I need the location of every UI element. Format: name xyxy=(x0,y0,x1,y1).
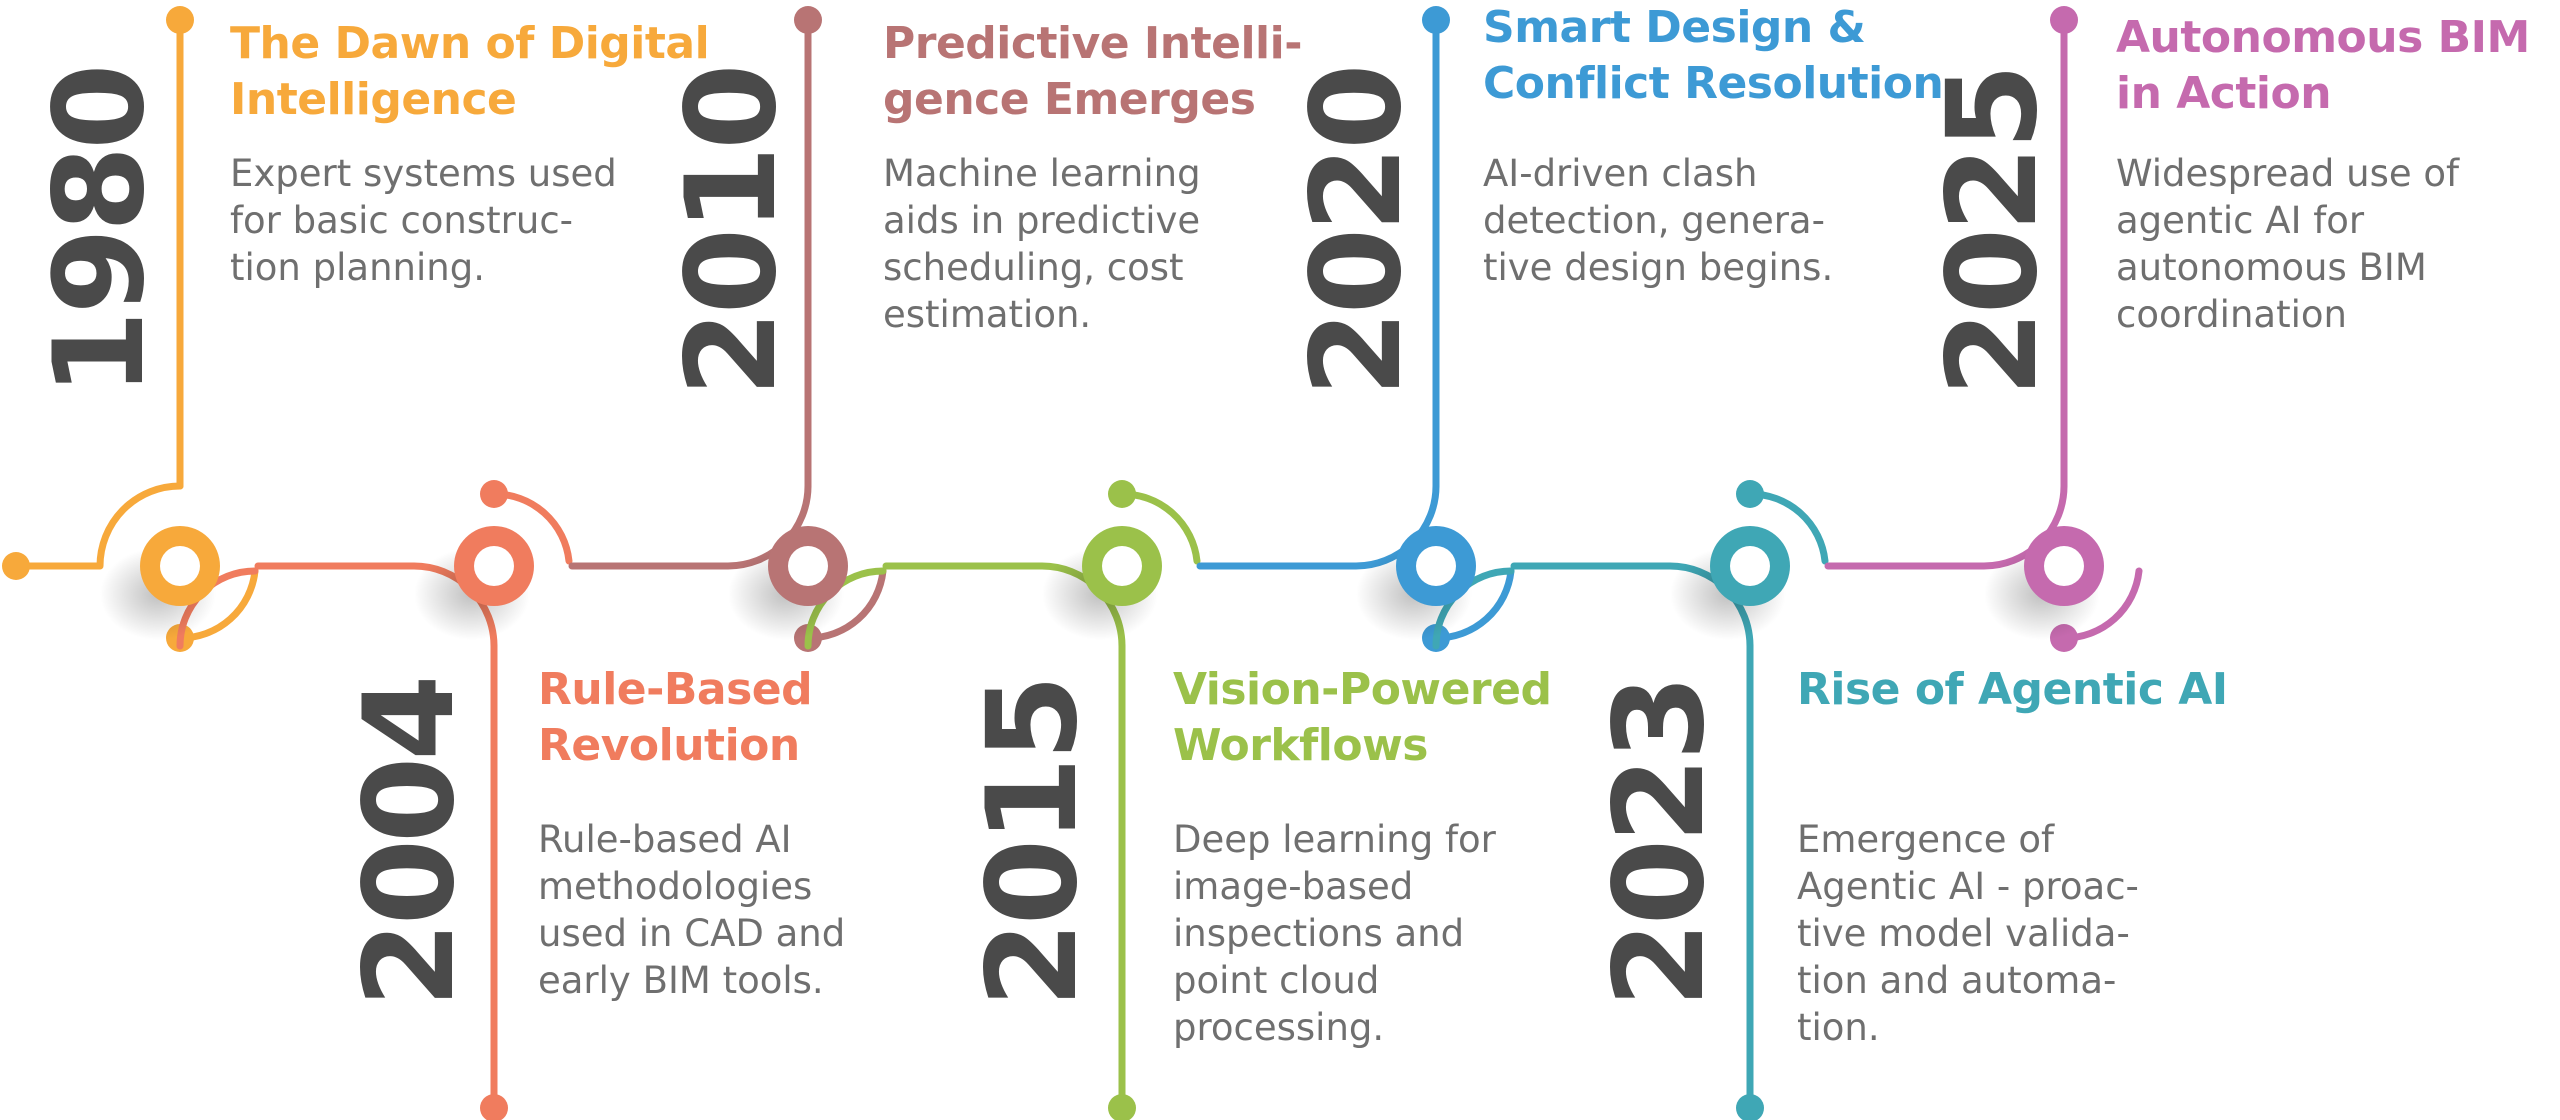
milestone-description-2015: Deep learning for image-based inspection… xyxy=(1173,818,1496,1049)
stem-dot-1980 xyxy=(166,6,194,34)
node-2004 xyxy=(414,526,534,640)
node-center-2025 xyxy=(2044,546,2084,586)
milestone-description-2010: Machine learning aids in predictive sche… xyxy=(883,152,1201,336)
stem-dot-2023 xyxy=(1736,1094,1764,1120)
stem-dot-2025 xyxy=(2050,6,2078,34)
milestone-description-2025: Widespread use of agentic AI for autonom… xyxy=(2116,152,2460,336)
node-center-2023 xyxy=(1730,546,1770,586)
year-label-2015: 2015 xyxy=(961,678,1105,1008)
stem-dot-2004 xyxy=(480,1094,508,1120)
hook-dot-2004 xyxy=(480,480,508,508)
milestone-title-2004: Rule-Based Revolution xyxy=(538,664,813,771)
milestone-title-2025: Autonomous BIM in Action xyxy=(2116,12,2530,119)
connectors-layer xyxy=(2,6,2143,1120)
lead-dot xyxy=(2,552,30,580)
milestone-title-2020: Smart Design & Conflict Resolution xyxy=(1483,2,1944,109)
milestone-title-2023: Rise of Agentic AI xyxy=(1797,664,2228,715)
year-label-2023: 2023 xyxy=(1588,678,1732,1008)
milestone-description-2023: Emergence of Agentic AI - proac- tive mo… xyxy=(1797,818,2139,1049)
hook-dot-2023 xyxy=(1736,480,1764,508)
year-label-2004: 2004 xyxy=(338,678,482,1008)
milestone-title-1980: The Dawn of Digital Intelligence xyxy=(230,18,710,125)
milestone-description-2020: AI-driven clash detection, genera- tive … xyxy=(1483,152,1834,289)
year-label-1980: 1980 xyxy=(28,67,172,397)
node-2015 xyxy=(1042,526,1162,640)
milestone-title-2010: Predictive Intelli- gence Emerges xyxy=(883,18,1302,125)
node-2010 xyxy=(728,526,848,640)
node-center-1980 xyxy=(160,546,200,586)
node-2025 xyxy=(1984,526,2104,640)
milestone-description-1980: Expert systems used for basic construc- … xyxy=(230,152,617,289)
node-1980 xyxy=(100,526,220,640)
node-center-2004 xyxy=(474,546,514,586)
node-2023 xyxy=(1670,526,1790,640)
node-center-2010 xyxy=(788,546,828,586)
year-label-2025: 2025 xyxy=(1921,67,2065,397)
nodes-layer xyxy=(100,526,2104,640)
stem-dot-2015 xyxy=(1108,1094,1136,1120)
year-label-2010: 2010 xyxy=(660,67,804,397)
node-center-2015 xyxy=(1102,546,1142,586)
stem-dot-2020 xyxy=(1422,6,1450,34)
year-label-2020: 2020 xyxy=(1285,67,1429,397)
node-center-2020 xyxy=(1416,546,1456,586)
node-2020 xyxy=(1356,526,1476,640)
hook-dot-2015 xyxy=(1108,480,1136,508)
lead-connector xyxy=(12,482,184,570)
stem-dot-2010 xyxy=(794,6,822,34)
milestone-title-2015: Vision-Powered Workflows xyxy=(1173,664,1552,771)
milestone-description-2004: Rule-based AI methodologies used in CAD … xyxy=(538,818,846,1002)
